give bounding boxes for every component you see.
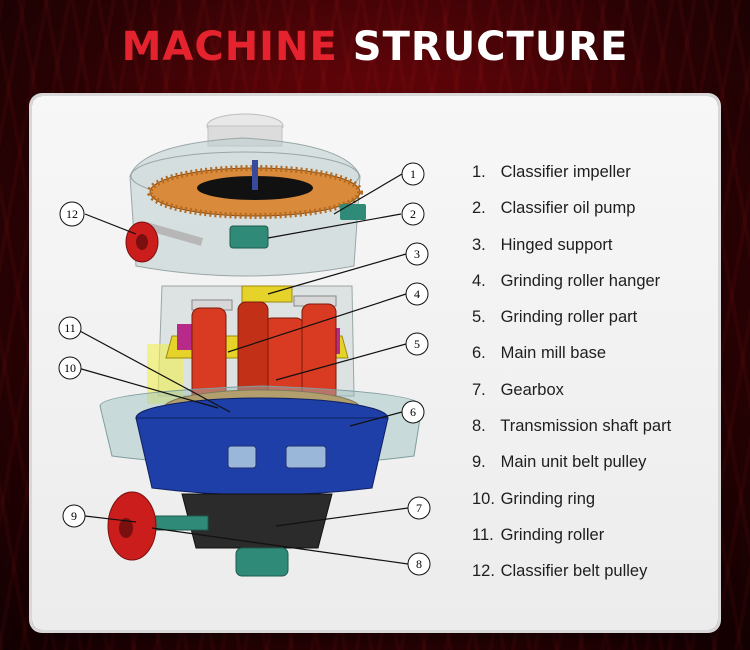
callout-12: 12 bbox=[59, 201, 85, 227]
legend-item: 8. Transmission shaft part bbox=[472, 408, 712, 444]
base-window-right bbox=[285, 445, 327, 469]
pulley-hub-9 bbox=[119, 518, 133, 538]
legend-item: 11. Grinding roller bbox=[472, 517, 712, 553]
parts-legend: 1. Classifier impeller 2. Classifier oil… bbox=[472, 154, 712, 590]
legend-number: 7. bbox=[472, 380, 486, 399]
legend-number: 6. bbox=[472, 344, 486, 363]
callout-lines bbox=[77, 173, 409, 565]
legend-label: Main unit belt pulley bbox=[500, 453, 647, 472]
callout-10: 10 bbox=[58, 356, 82, 380]
legend-label: Transmission shaft part bbox=[500, 417, 672, 436]
callout-8: 8 bbox=[407, 552, 431, 576]
legend-label: Grinding ring bbox=[500, 489, 596, 508]
title-word-machine: MACHINE bbox=[121, 24, 338, 70]
legend-label: Hinged support bbox=[500, 235, 613, 254]
callout-10-text: 10 bbox=[64, 361, 76, 375]
legend-number: 11. bbox=[472, 525, 494, 544]
callout-1-text: 1 bbox=[410, 167, 416, 181]
page-title: MACHINE STRUCTURE bbox=[0, 24, 750, 70]
classifier-oil-pump bbox=[229, 225, 269, 249]
machine-illustration: 1 2 3 4 5 6 7 8 9 10 11 12 bbox=[58, 113, 431, 577]
callout-9-text: 9 bbox=[71, 509, 77, 523]
callout-3-text: 3 bbox=[414, 247, 420, 261]
callout-12-text: 12 bbox=[66, 207, 78, 221]
legend-number: 1. bbox=[472, 163, 486, 181]
legend-number: 5. bbox=[472, 308, 486, 327]
legend-item: 2. Classifier oil pump bbox=[472, 190, 712, 226]
legend-number: 12. bbox=[472, 562, 495, 581]
hinged-support bbox=[241, 285, 293, 303]
title-word-structure: STRUCTURE bbox=[352, 24, 629, 70]
main-mill-base bbox=[135, 417, 389, 496]
callout-5-text: 5 bbox=[414, 337, 420, 351]
impeller-blades bbox=[147, 165, 363, 219]
legend-item: 3. Hinged support bbox=[472, 227, 712, 263]
legend-label: Grinding roller bbox=[500, 525, 605, 544]
callout-8-text: 8 bbox=[416, 557, 422, 571]
pulley-shaft-12 bbox=[144, 222, 204, 246]
legend-number: 8. bbox=[472, 417, 486, 436]
callout-6-text: 6 bbox=[410, 405, 416, 419]
legend-label: Classifier oil pump bbox=[500, 199, 636, 218]
callout-7-text: 7 bbox=[416, 501, 422, 515]
legend-label: Classifier belt pulley bbox=[500, 562, 648, 581]
impeller-shaft bbox=[252, 160, 258, 190]
legend-item: 1. Classifier impeller bbox=[472, 154, 712, 190]
callout-6: 6 bbox=[401, 400, 425, 424]
legend-number: 4. bbox=[472, 271, 486, 290]
callout-11: 11 bbox=[58, 316, 82, 340]
base-window-left bbox=[227, 445, 257, 469]
legend-item: 9. Main unit belt pulley bbox=[472, 444, 712, 480]
legend-number: 3. bbox=[472, 235, 486, 254]
callout-5: 5 bbox=[405, 332, 429, 356]
legend-label: Main mill base bbox=[500, 344, 607, 363]
legend-item: 10. Grinding ring bbox=[472, 481, 712, 517]
legend-label: Grinding roller hanger bbox=[500, 271, 661, 290]
legend-item: 12. Classifier belt pulley bbox=[472, 553, 712, 589]
callouts: 1 2 3 4 5 6 7 8 9 10 11 12 bbox=[58, 162, 431, 576]
gearbox-motor-mount bbox=[235, 547, 289, 577]
callout-9: 9 bbox=[62, 504, 86, 528]
legend-number: 9. bbox=[472, 453, 486, 472]
pulley-hub-12 bbox=[136, 234, 148, 250]
callout-11-text: 11 bbox=[64, 321, 76, 335]
callout-2: 2 bbox=[401, 202, 425, 226]
legend-item: 4. Grinding roller hanger bbox=[472, 263, 712, 299]
callout-4: 4 bbox=[405, 282, 429, 306]
grinding-roller-back bbox=[237, 301, 269, 399]
legend-label: Grinding roller part bbox=[500, 308, 638, 327]
callout-7: 7 bbox=[407, 496, 431, 520]
callout-2-text: 2 bbox=[410, 207, 416, 221]
legend-item: 7. Gearbox bbox=[472, 372, 712, 408]
legend-number: 2. bbox=[472, 199, 486, 218]
legend-label: Classifier impeller bbox=[500, 163, 631, 181]
callout-4-text: 4 bbox=[414, 287, 420, 301]
callout-3: 3 bbox=[405, 242, 429, 266]
legend-number: 10. bbox=[472, 489, 495, 508]
pump-motor bbox=[340, 204, 366, 220]
legend-item: 5. Grinding roller part bbox=[472, 299, 712, 335]
legend-label: Gearbox bbox=[500, 380, 564, 399]
callout-1: 1 bbox=[401, 162, 425, 186]
legend-item: 6. Main mill base bbox=[472, 335, 712, 371]
diagram-panel: 1 2 3 4 5 6 7 8 9 10 11 12 1. Classifier… bbox=[32, 96, 718, 630]
